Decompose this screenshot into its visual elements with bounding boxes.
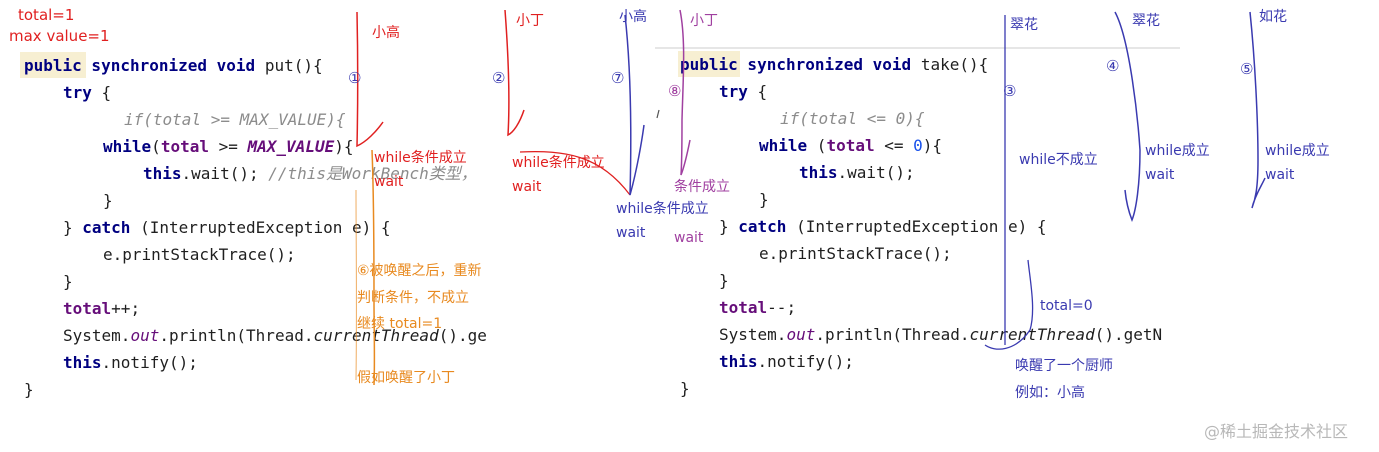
put-public-highlight (20, 52, 86, 78)
xiaogao-1-cond: while条件成立 (374, 150, 467, 166)
take-line-4: while (total <= 0){ (759, 136, 943, 155)
xiaoding-8-name: 小丁 (690, 13, 718, 29)
put-method-code: public synchronized void put(){ try { if… (24, 52, 487, 403)
cuihua-4-cond: while成立 (1145, 143, 1210, 159)
xiaogao-1-stroke (356, 11, 384, 148)
cuihua-3-example: 例如：小高 (1015, 385, 1085, 401)
put-code-clip-2 (492, 160, 652, 190)
cuihua-4-stroke (1114, 11, 1141, 223)
put-line-10: total++; (63, 299, 141, 318)
ruhua-5-stroke (1249, 11, 1266, 209)
take-line-11: System.out.println(Thread.currentThread(… (719, 325, 1163, 344)
watermark: @稀土掘金技术社区 (1204, 422, 1349, 441)
xiaogao-1-name: 小高 (372, 25, 400, 41)
put-line-11: System.out.println(Thread.currentThread(… (63, 326, 487, 345)
note-total: total=1 (18, 6, 75, 24)
step-6-line3: 继续 total=1 (357, 316, 443, 332)
put-line-3: if(total >= MAX_VALUE){ (124, 110, 346, 129)
ruhua-5-wait: wait (1265, 167, 1295, 183)
take-line-7: } catch (InterruptedException e) { (719, 217, 1047, 236)
cuihua-3-cond: while不成立 (1019, 152, 1098, 168)
cuihua-3-name: 翠花 (1010, 17, 1038, 33)
take-line-9: } (719, 271, 729, 290)
put-code-clip (502, 320, 652, 350)
put-line-7: } catch (InterruptedException e) { (63, 218, 391, 237)
take-line-2: try { (719, 82, 768, 101)
put-line-4: while(total >= MAX_VALUE){ (103, 137, 354, 156)
take-line-6: } (759, 190, 769, 209)
ruhua-5-cond: while成立 (1265, 143, 1330, 159)
cuihua-4-name: 翠花 (1132, 13, 1160, 29)
xiaogao-7-cond: while条件成立 (616, 201, 709, 217)
put-line-13: } (24, 380, 34, 399)
put-line-1: public synchronized void put(){ (24, 56, 323, 75)
ruhua-5-name: 如花 (1259, 9, 1287, 25)
take-method-code: public synchronized void take(){ try { i… (680, 51, 1162, 402)
cuihua-3-total: total=0 (1040, 298, 1093, 314)
put-line-8: e.printStackTrace(); (103, 245, 296, 264)
put-line-12: this.notify(); (63, 353, 198, 372)
take-line-10: total--; (719, 298, 797, 317)
cuihua-3-num: ③ (1003, 82, 1017, 100)
step-6-line4: 假如唤醒了小丁 (357, 370, 455, 386)
xiaoding-2-name: 小丁 (516, 13, 544, 29)
xiaoding-2-wait: wait (512, 179, 542, 195)
xiaoding-2-cond: while条件成立 (512, 155, 605, 171)
xiaoding-8-wait: wait (674, 230, 704, 246)
take-line-3: if(total <= 0){ (780, 109, 925, 128)
put-line-9: } (63, 272, 73, 291)
take-code-clip (1182, 320, 1242, 350)
put-line-6: } (103, 191, 113, 210)
xiaoding-8-cond: 条件成立 (674, 179, 730, 195)
xiaogao-1-num: ① (348, 69, 362, 87)
take-line-8: e.printStackTrace(); (759, 244, 952, 263)
xiaogao-7-name: 小高 (619, 9, 647, 25)
take-line-5: this.wait(); (799, 163, 915, 182)
xiaoding-2-num: ② (492, 69, 506, 87)
step-6-stroke (371, 149, 376, 386)
xiaogao-7-wait: wait (616, 225, 646, 241)
xiaoding-8-num: ⑧ (668, 82, 682, 100)
cuihua-4-wait: wait (1145, 167, 1175, 183)
ruhua-5-num: ⑤ (1240, 60, 1254, 78)
take-line-12: this.notify(); (719, 352, 854, 371)
xiaogao-7-stroke (624, 14, 645, 196)
take-line-1: public synchronized void take(){ (680, 55, 989, 74)
take-public-highlight (678, 51, 740, 77)
note-max-value: max value=1 (9, 27, 110, 45)
xiaogao-7-num: ⑦ (611, 69, 625, 87)
cuihua-4-num: ④ (1106, 57, 1120, 75)
take-line-13: } (680, 379, 690, 398)
xiaoding-8-stroke (679, 9, 691, 176)
step-6-line2: 判断条件，不成立 (357, 290, 469, 306)
xiaoding-2-stroke (504, 9, 525, 137)
red-connector (519, 151, 631, 196)
step-6-line1: ⑥被唤醒之后，重新 (357, 263, 482, 279)
put-line-2: try { (63, 83, 112, 102)
cuihua-3-woke: 唤醒了一个厨师 (1015, 358, 1113, 374)
xiaogao-1-wait: wait (374, 174, 404, 190)
